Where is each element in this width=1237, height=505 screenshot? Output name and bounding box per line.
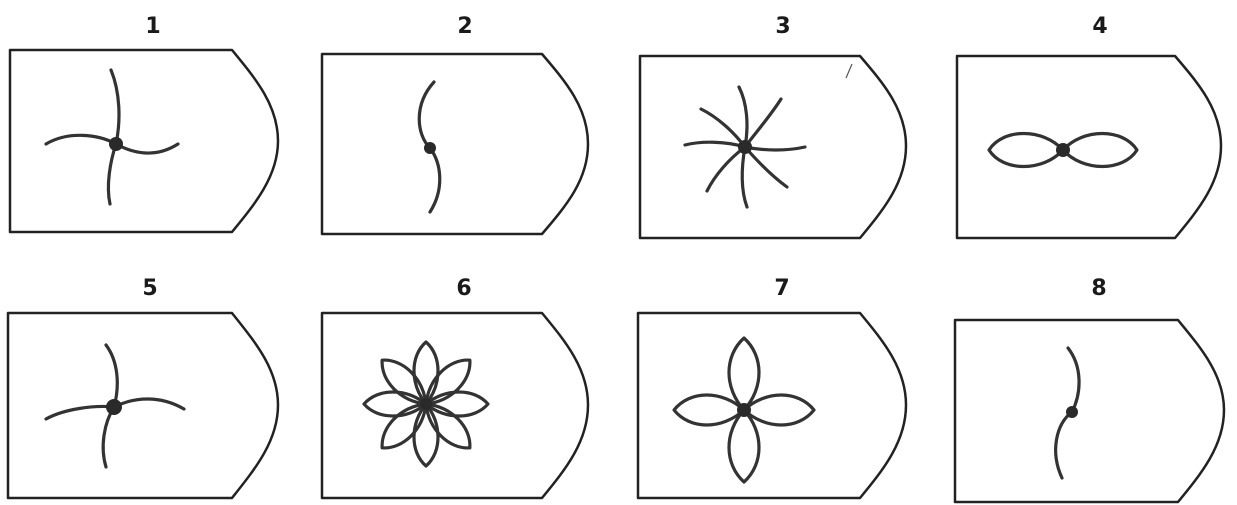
tag-shape <box>8 313 278 498</box>
tag-shape <box>322 313 588 498</box>
hub-dot <box>109 137 123 151</box>
hub-dot <box>1066 406 1078 418</box>
panel-label: 8 <box>1091 276 1106 301</box>
panel-7: 7 <box>638 276 906 498</box>
panel-4: 4 <box>957 14 1221 238</box>
panel-3: 3 <box>640 14 906 238</box>
panel-2: 2 <box>322 14 588 234</box>
hub-dot <box>738 140 752 154</box>
panel-6: 6 <box>322 276 588 498</box>
hub-dot <box>420 398 432 410</box>
tag-shape <box>640 56 906 238</box>
hub-dot <box>1056 143 1070 157</box>
panel-label: 1 <box>145 14 160 39</box>
panel-label: 5 <box>142 276 157 301</box>
hub-dot <box>737 403 751 417</box>
panel-8: 8 <box>955 276 1224 502</box>
panel-label: 3 <box>775 14 790 39</box>
panel-label: 6 <box>456 276 471 301</box>
panel-1: 1 <box>10 14 278 232</box>
tag-shape <box>957 56 1221 238</box>
panel-label: 2 <box>457 14 472 39</box>
tag-shape <box>322 54 588 234</box>
panel-5: 5 <box>8 276 278 498</box>
hub-dot <box>424 142 436 154</box>
panel-label: 4 <box>1092 14 1107 39</box>
tag-shape <box>955 320 1224 502</box>
hub-dot <box>106 399 122 415</box>
panel-label: 7 <box>774 276 789 301</box>
